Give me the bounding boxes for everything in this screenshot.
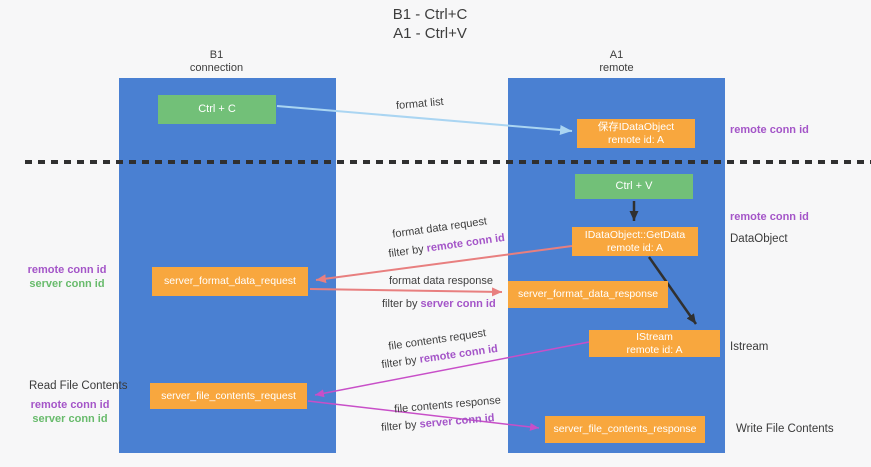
format-data-response-label: format data response xyxy=(389,275,493,287)
ctrl-c-box: Ctrl + C xyxy=(158,95,276,124)
remote-conn-id-text: remote conn id xyxy=(425,231,506,255)
server-format-data-response-label: server_format_data_response xyxy=(517,288,659,300)
save-idataobject-box: 保存IDataObject remote id: A xyxy=(577,119,695,148)
title-line-1: B1 - Ctrl+C xyxy=(392,6,468,23)
dashed-divider-line xyxy=(25,160,871,164)
format-data-response-arrow xyxy=(309,287,503,297)
remote-conn-id-left-1: remote conn id xyxy=(27,264,107,276)
save-idataobject-line2: remote id: A xyxy=(607,133,665,146)
filter-by-text: filter by xyxy=(380,418,421,434)
filter-by-text: filter by xyxy=(387,242,428,261)
format-list-label: format list xyxy=(395,95,445,113)
server-file-contents-response-box: server_file_contents_response xyxy=(545,416,705,443)
diagram-title: B1 - Ctrl+C A1 - Ctrl+V xyxy=(330,5,530,43)
filter-by-server-conn-id-label: filter by server conn id xyxy=(382,298,496,310)
istream-box: IStream remote id: A xyxy=(589,330,720,357)
filter-by-text: filter by xyxy=(382,298,421,310)
server-file-contents-request-label: server_file_contents_request xyxy=(161,389,296,402)
istream-line1: IStream xyxy=(636,330,673,343)
conn-id-pair-1: remote conn id server conn id xyxy=(25,263,109,291)
getdata-line2: remote id: A xyxy=(606,241,664,254)
server-conn-id-left-2: server conn id xyxy=(32,413,108,425)
ctrl-v-label: Ctrl + V xyxy=(615,180,653,192)
server-format-data-request-label: server_format_data_request xyxy=(164,275,296,287)
right-column-header: A1 remote xyxy=(508,49,725,75)
istream-side-label: Istream xyxy=(730,341,769,353)
ctrl-c-label: Ctrl + C xyxy=(198,103,236,115)
read-file-contents-label: Read File Contents xyxy=(29,380,128,392)
filter-by-text: filter by xyxy=(380,353,421,372)
remote-conn-id-right-1: remote conn id xyxy=(730,124,809,136)
server-file-contents-response-label: server_file_contents_response xyxy=(553,423,697,435)
left-column-subtitle: connection xyxy=(189,62,244,74)
conn-id-pair-2: remote conn id server conn id xyxy=(28,398,112,426)
write-file-contents-label: Write File Contents xyxy=(736,423,834,435)
server-conn-id-text: server conn id xyxy=(419,412,496,431)
left-column-header: B1 connection xyxy=(108,49,325,75)
ctrl-v-box: Ctrl + V xyxy=(575,174,693,199)
right-column-name: A1 xyxy=(609,49,624,61)
remote-conn-id-left-2: remote conn id xyxy=(30,399,110,411)
istream-line2: remote id: A xyxy=(626,343,683,356)
title-line-2: A1 - Ctrl+V xyxy=(393,25,467,42)
server-conn-id-text: server conn id xyxy=(420,298,496,310)
getdata-line1: IDataObject::GetData xyxy=(584,228,686,241)
dataobject-label: DataObject xyxy=(730,233,788,245)
idataobject-getdata-box: IDataObject::GetData remote id: A xyxy=(572,227,698,256)
remote-conn-id-right-2: remote conn id xyxy=(730,211,809,223)
save-idataobject-line1: 保存IDataObject xyxy=(597,120,675,133)
server-file-contents-request-box: server_file_contents_request xyxy=(150,383,307,409)
server-conn-id-left-1: server conn id xyxy=(29,278,105,290)
left-column-name: B1 xyxy=(209,49,224,61)
server-format-data-response-box: server_format_data_response xyxy=(508,281,668,308)
right-column-subtitle: remote xyxy=(599,62,634,74)
server-format-data-request-box: server_format_data_request xyxy=(152,267,308,296)
